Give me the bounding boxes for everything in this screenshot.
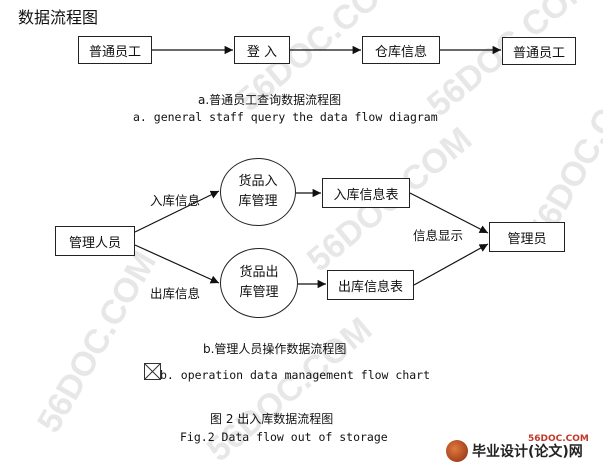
arrow-intable-to-admin <box>409 192 489 234</box>
process-goods-out-line1: 货品出 <box>239 265 279 280</box>
caption-a-en: a. general staff query the data flow dia… <box>133 110 438 124</box>
page-title: 数据流程图 <box>18 8 99 27</box>
process-goods-in-line2: 库管理 <box>238 194 278 209</box>
label-info-display: 信息显示 <box>413 228 464 243</box>
node-admin: 管理员 <box>489 222 565 252</box>
site-logo: 毕业设计(论文)网 <box>446 440 583 462</box>
figure-caption-cn: 图 2 出入库数据流程图 <box>210 412 334 426</box>
node-in-table: 入库信息表 <box>322 178 410 208</box>
process-goods-out-line2: 库管理 <box>239 285 279 300</box>
node-general-staff-2: 普通员工 <box>502 37 576 65</box>
process-goods-out: 货品出 库管理 <box>220 248 298 318</box>
node-warehouse-info: 仓库信息 <box>362 36 440 64</box>
node-manager: 管理人员 <box>55 226 135 256</box>
caption-b-cn: b.管理人员操作数据流程图 <box>203 342 347 356</box>
label-in-info: 入库信息 <box>150 193 201 208</box>
logo-text: 毕业设计(论文)网 <box>472 444 583 460</box>
broken-image-icon <box>144 363 161 380</box>
arrow-manager-to-out <box>134 244 220 284</box>
logo-site: 56DOC.COM <box>528 434 589 444</box>
node-out-table: 出库信息表 <box>327 270 414 300</box>
arrow-manager-to-in <box>134 190 220 233</box>
caption-b-en: b. operation data management flow chart <box>160 368 431 382</box>
figure-caption-en: Fig.2 Data flow out of storage <box>180 430 388 444</box>
node-login: 登 入 <box>234 36 290 64</box>
process-goods-in-line1: 货品入 <box>238 174 278 189</box>
caption-a-cn: a.普通员工查询数据流程图 <box>198 93 342 107</box>
arrow-outtable-to-admin <box>413 243 489 286</box>
logo-disc-icon <box>446 440 468 462</box>
node-general-staff: 普通员工 <box>78 36 152 64</box>
process-goods-in: 货品入 库管理 <box>220 158 296 226</box>
label-out-info: 出库信息 <box>150 286 201 301</box>
